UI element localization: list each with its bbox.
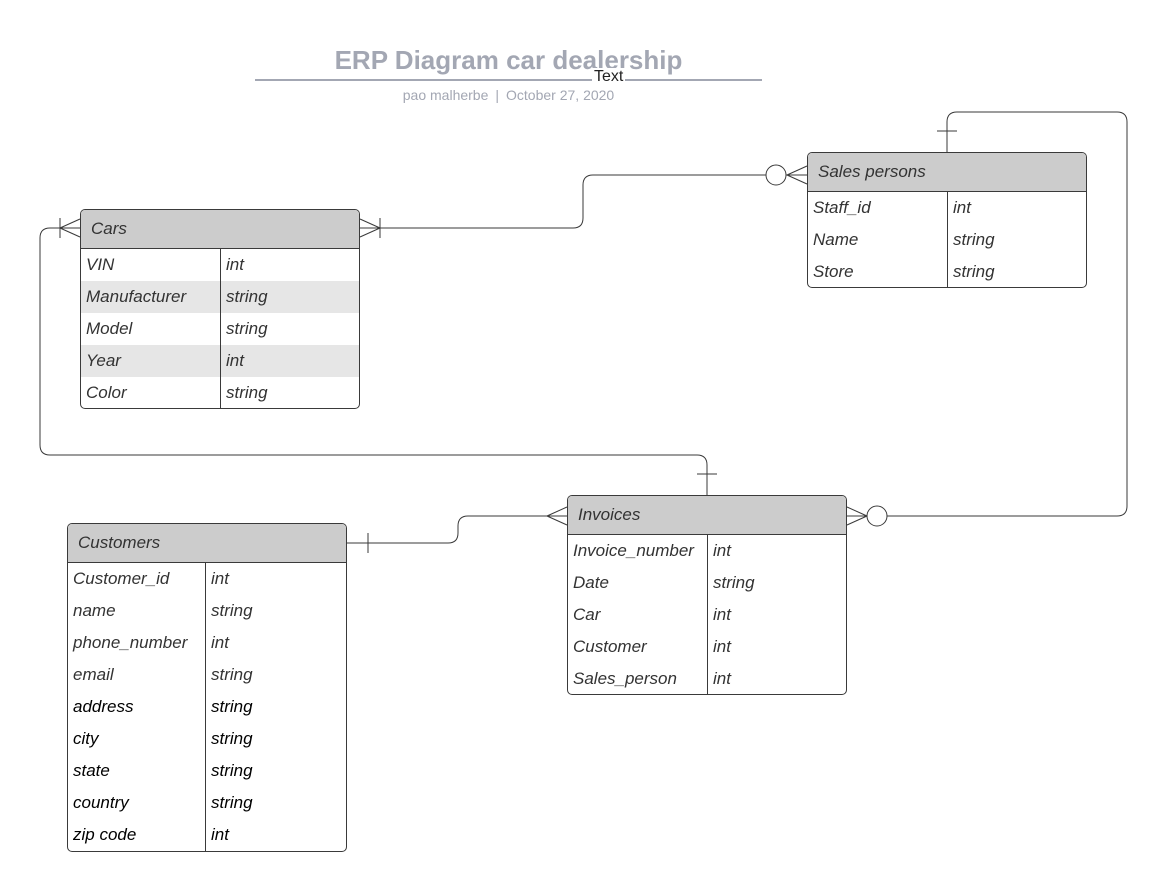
field-type: int: [211, 825, 229, 844]
table-row: Model string: [81, 313, 359, 345]
connector-cars-salespersons[interactable]: [360, 174, 807, 229]
field-name: Car: [568, 599, 708, 631]
document-date: October 27, 2020: [506, 87, 615, 103]
field-type: string: [211, 697, 253, 716]
entity-title: Cars: [81, 210, 359, 249]
crowfoot-zero-many-icon: [765, 164, 808, 186]
table-row: Color string: [81, 377, 359, 408]
subtitle: pao malherbe | October 27, 2020: [255, 87, 762, 103]
field-name: name: [68, 595, 206, 627]
field-name: VIN: [81, 249, 221, 281]
table-row: city string: [68, 723, 346, 755]
table-row: Sales_person int: [568, 663, 846, 694]
field-type: int: [226, 351, 244, 370]
field-type: string: [226, 287, 268, 306]
field-type: int: [713, 637, 731, 656]
table-row: address string: [68, 691, 346, 723]
subtitle-separator: |: [495, 87, 500, 103]
field-type: string: [211, 761, 253, 780]
field-type: string: [211, 729, 253, 748]
field-name: Customer: [568, 631, 708, 663]
field-type: string: [211, 665, 253, 684]
field-name: Invoice_number: [568, 535, 708, 567]
field-type: string: [953, 262, 995, 281]
field-type: int: [713, 541, 731, 560]
field-type: string: [713, 573, 755, 592]
field-name: Model: [81, 313, 221, 345]
field-name: zip code: [68, 819, 206, 851]
table-row: VIN int: [81, 249, 359, 281]
field-type: int: [713, 605, 731, 624]
field-type: string: [211, 793, 253, 812]
field-name: Manufacturer: [81, 281, 221, 313]
field-name: country: [68, 787, 206, 819]
field-type: string: [226, 319, 268, 338]
field-name: Date: [568, 567, 708, 599]
connector-invoices-salespersons[interactable]: [847, 111, 1128, 517]
table-row: email string: [68, 659, 346, 691]
field-type: int: [953, 198, 971, 217]
table-row: zip code int: [68, 819, 346, 851]
table-row: state string: [68, 755, 346, 787]
field-type: int: [713, 669, 731, 688]
table-row: Manufacturer string: [81, 281, 359, 313]
table-row: Customer int: [568, 631, 846, 663]
table-row: Invoice_number int: [568, 535, 846, 567]
field-name: Staff_id: [808, 192, 948, 224]
field-name: city: [68, 723, 206, 755]
crowfoot-many-icon: [359, 218, 381, 238]
crowfoot-many-icon: [59, 218, 81, 238]
field-name: address: [68, 691, 206, 723]
table-row: name string: [68, 595, 346, 627]
title-divider: [255, 79, 762, 81]
entity-title: Sales persons: [808, 153, 1086, 192]
table-row: Staff_id int: [808, 192, 1086, 224]
entity-cars[interactable]: Cars VIN int Manufacturer string Model stri…: [80, 209, 360, 409]
field-name: Color: [81, 377, 221, 408]
field-name: Name: [808, 224, 948, 256]
field-name: Year: [81, 345, 221, 377]
field-type: int: [226, 255, 244, 274]
entity-sales-persons[interactable]: Sales persons Staff_id int Name string Sto…: [807, 152, 1087, 288]
field-name: Sales_person: [568, 663, 708, 694]
field-type: string: [226, 383, 268, 402]
field-type: string: [211, 601, 253, 620]
table-row: phone_number int: [68, 627, 346, 659]
field-name: Customer_id: [68, 563, 206, 595]
field-name: state: [68, 755, 206, 787]
table-row: Date string: [568, 567, 846, 599]
entity-title: Invoices: [568, 496, 846, 535]
table-row: Name string: [808, 224, 1086, 256]
title-text-label: Text: [592, 68, 626, 86]
table-row: Store string: [808, 256, 1086, 287]
crowfoot-many-icon: [546, 506, 568, 526]
connector-cars-invoices[interactable]: [39, 227, 708, 495]
field-name: Store: [808, 256, 948, 287]
field-name: phone_number: [68, 627, 206, 659]
field-type: int: [211, 569, 229, 588]
crowfoot-zero-many-icon: [846, 505, 888, 527]
table-row: country string: [68, 787, 346, 819]
field-type: string: [953, 230, 995, 249]
connector-customers-invoices[interactable]: [347, 515, 567, 544]
entity-title: Customers: [68, 524, 346, 563]
field-name: email: [68, 659, 206, 691]
field-type: int: [211, 633, 229, 652]
author-name: pao malherbe: [402, 87, 489, 103]
table-row: Customer_id int: [68, 563, 346, 595]
